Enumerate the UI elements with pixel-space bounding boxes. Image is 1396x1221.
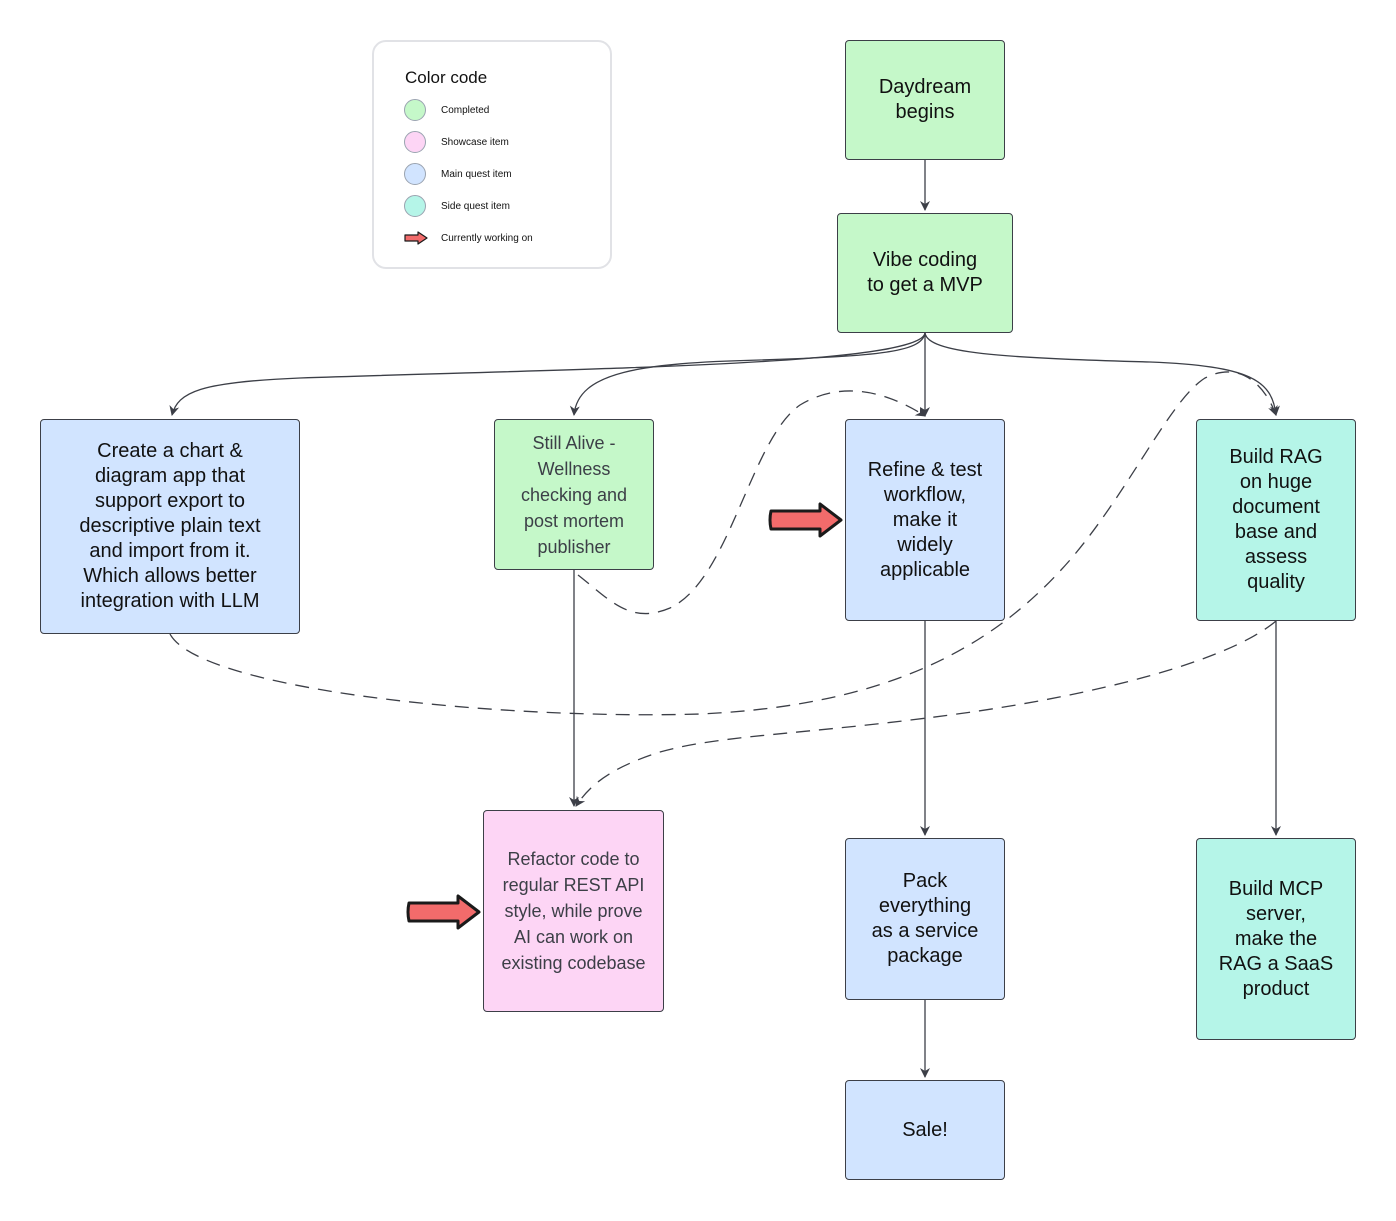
node-text-line: as a service <box>871 920 979 942</box>
node-text-line: Daydream <box>878 76 972 98</box>
node-text-line: everything <box>878 895 972 917</box>
legend-item-completed: Completed <box>404 97 489 123</box>
node-build-rag[interactable]: Build RAG on huge document base and asse… <box>1196 419 1356 621</box>
node-text-line: Sale! <box>902 1118 948 1141</box>
legend-label: Currently working on <box>441 232 533 244</box>
node-text-line: publisher <box>537 536 611 557</box>
node-text-line: AI can work on <box>513 927 634 947</box>
node-text-line: Refactor code to <box>507 849 640 869</box>
node-text-line: widely <box>897 533 953 556</box>
legend-label: Side quest item <box>441 200 510 212</box>
color-code-legend: Color code Completed Showcase item Main … <box>372 40 612 269</box>
current-arrow-icon <box>406 894 481 930</box>
node-text-line: make the <box>1234 927 1318 950</box>
current-arrow-icon <box>404 231 428 245</box>
node-vibe-coding[interactable]: Vibe coding to get a MVP <box>837 213 1013 333</box>
node-text-line: RAG a SaaS <box>1218 952 1334 975</box>
node-refine-test-workflow[interactable]: Refine & test workflow, make it widely a… <box>845 419 1005 621</box>
node-text-line: existing codebase <box>501 953 646 973</box>
node-text-line: checking and <box>520 484 628 505</box>
node-text-line: assess <box>1244 546 1308 568</box>
node-text-line: Still Alive - <box>532 432 616 453</box>
node-text-line: Refine & test <box>867 458 983 481</box>
node-text-line: quality <box>1247 571 1305 593</box>
completed-swatch-icon <box>404 99 426 121</box>
node-text-line: regular REST API <box>502 875 645 895</box>
node-text-line: server, <box>1245 902 1306 925</box>
node-sale[interactable]: Sale! <box>845 1080 1005 1180</box>
node-text-line: applicable <box>879 558 971 581</box>
node-text-line: Pack <box>902 870 948 892</box>
node-text-line: and import from it. <box>89 540 251 562</box>
edge-still-alive-to-refine-dashed <box>577 390 926 615</box>
node-daydream-begins[interactable]: Daydream begins <box>845 40 1005 160</box>
legend-item-current: Currently working on <box>404 225 533 251</box>
node-text-line: style, while prove <box>504 901 643 921</box>
legend-title: Color code <box>405 68 488 87</box>
node-text-line: descriptive plain text <box>79 515 261 537</box>
node-text-line: base and <box>1234 521 1318 543</box>
node-text-line: Vibe coding <box>872 249 978 271</box>
legend-item-main-quest: Main quest item <box>404 161 512 187</box>
legend-label: Showcase item <box>441 136 509 148</box>
node-still-alive[interactable]: Still Alive - Wellness checking and post… <box>494 419 654 570</box>
node-text-line: diagram app that <box>94 465 246 487</box>
node-text-line: integration with LLM <box>80 590 260 612</box>
edge-vibe-to-chart-app <box>169 332 926 416</box>
legend-label: Completed <box>441 104 490 116</box>
edge-chart-app-to-rag-dashed <box>169 371 1278 716</box>
side-quest-swatch-icon <box>404 195 426 217</box>
main-quest-swatch-icon <box>404 163 426 185</box>
node-text-line: post mortem <box>523 510 624 531</box>
node-text-line: make it <box>892 508 958 531</box>
node-text-line: workflow, <box>883 483 967 506</box>
node-text-line: begins <box>895 101 955 123</box>
edge-vibe-to-still-alive <box>569 332 926 416</box>
node-build-mcp[interactable]: Build MCP server, make the RAG a SaaS pr… <box>1196 838 1356 1040</box>
node-text-line: Build RAG <box>1229 446 1323 468</box>
edge-rag-to-refactor-dashed <box>575 620 1277 807</box>
node-text-line: Wellness <box>537 458 611 479</box>
node-text-line: package <box>887 945 963 967</box>
node-text-line: product <box>1242 977 1310 1000</box>
node-text-line: Which allows better <box>83 565 257 587</box>
showcase-swatch-icon <box>404 131 426 153</box>
legend-label: Main quest item <box>441 168 512 180</box>
node-pack-service[interactable]: Pack everything as a service package <box>845 838 1005 1000</box>
node-text-line: Build MCP <box>1228 877 1324 900</box>
node-text-line: on huge <box>1239 471 1313 493</box>
legend-item-showcase: Showcase item <box>404 129 509 155</box>
node-text-line: support export to <box>94 490 246 512</box>
legend-item-side-quest: Side quest item <box>404 193 510 219</box>
node-refactor-code[interactable]: Refactor code to regular REST API style,… <box>483 810 664 1012</box>
node-text-line: document <box>1232 496 1320 518</box>
current-arrow-icon <box>768 502 843 538</box>
node-text-line: Create a chart & <box>97 440 243 462</box>
node-text-line: to get a MVP <box>867 274 983 296</box>
node-chart-diagram-app[interactable]: Create a chart & diagram app that suppor… <box>40 419 300 634</box>
edge-vibe-to-rag <box>924 332 1280 416</box>
